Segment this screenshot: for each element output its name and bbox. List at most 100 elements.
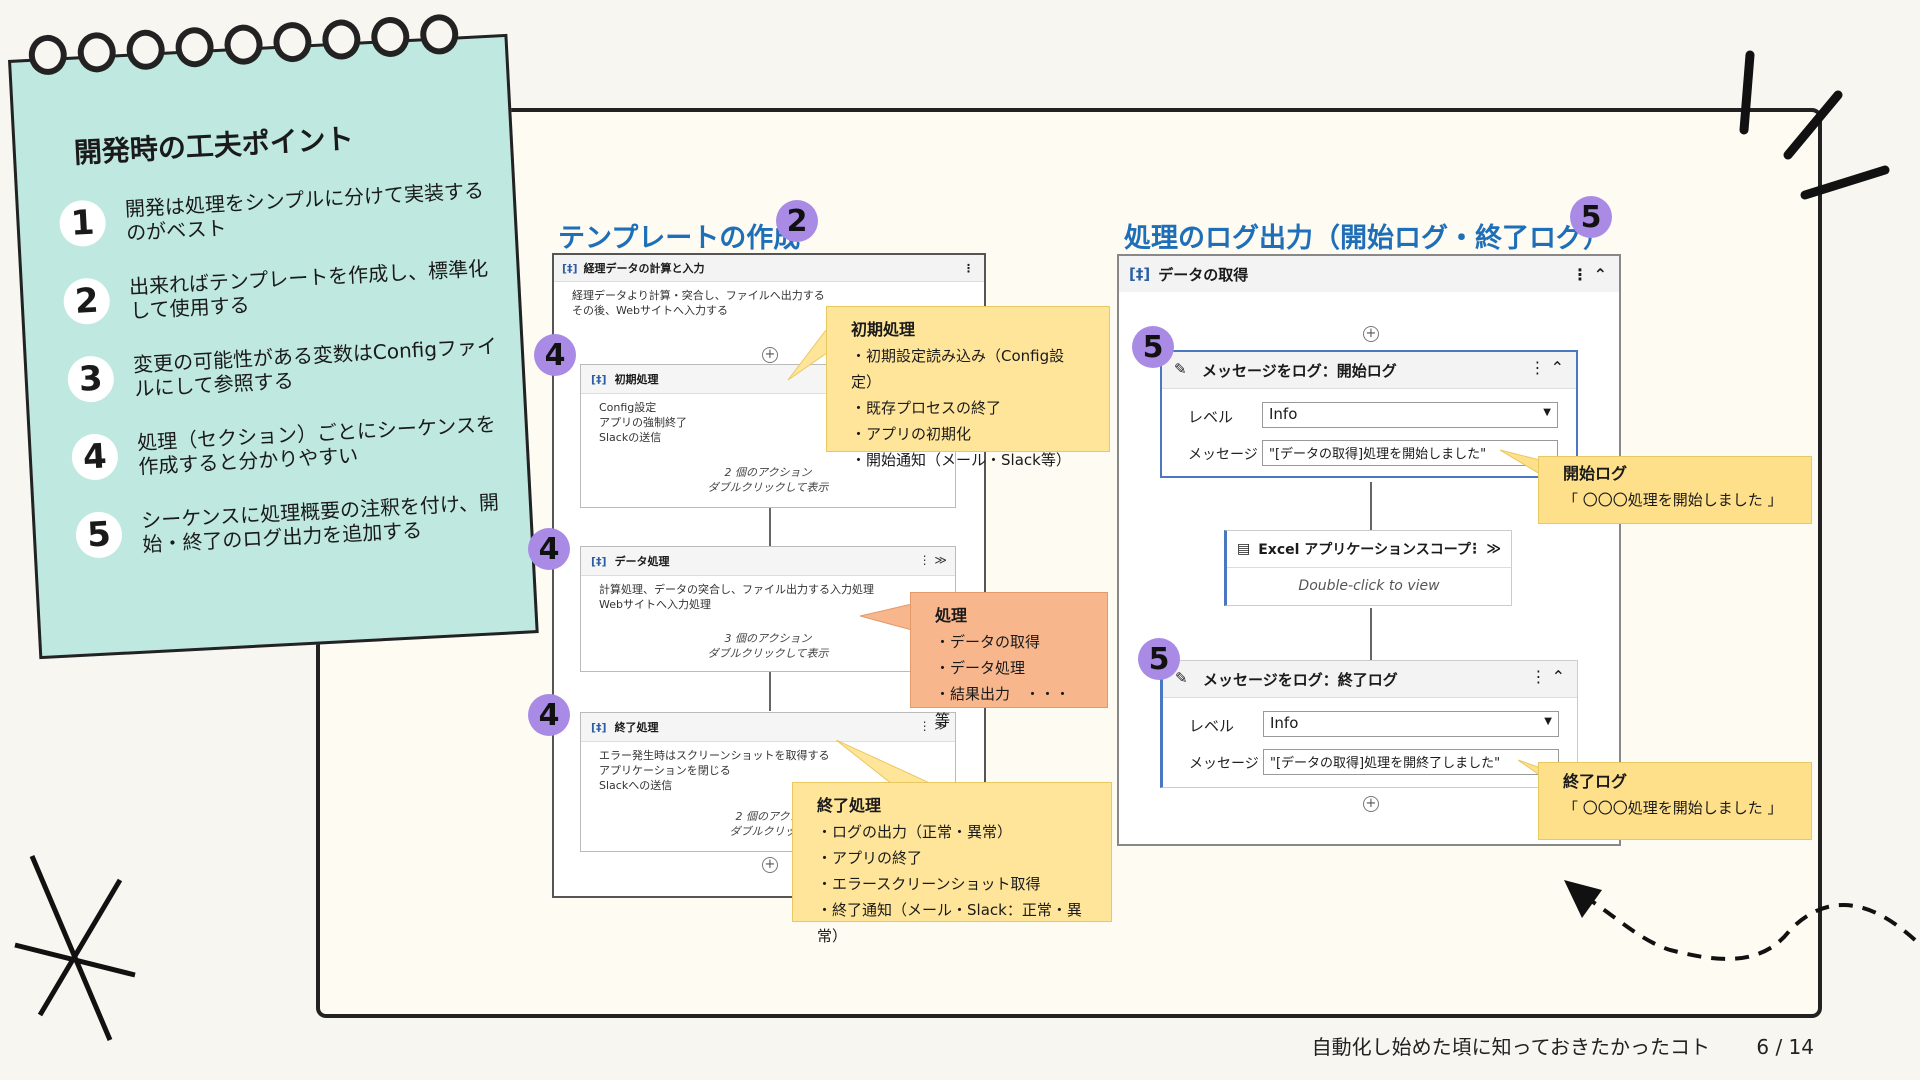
message-label: メッセージ [1189, 756, 1259, 772]
binder-ring [370, 15, 411, 58]
tip-number: 2 [62, 277, 111, 326]
tip-text: 開発は処理をシンプルに分けて実装するのがベスト [124, 178, 485, 246]
tip-number: 4 [70, 432, 120, 482]
scribble-lines-decoration [1739, 50, 1890, 200]
template-section-title: テンプレートの作成 [558, 223, 801, 254]
section-badge: 2 [776, 200, 818, 242]
outer-desc: その後、Webサイトへ入力する [572, 304, 728, 317]
collapse-icon[interactable]: ⋮ ⌃ [1529, 358, 1565, 377]
end-process-callout: 終了処理 ・ログの出力（正常・異常） ・アプリの終了 ・エラースクリーンショット… [792, 782, 1112, 945]
add-activity-icon[interactable]: + [1363, 796, 1379, 812]
double-click-hint: Double-click to view [1298, 578, 1440, 594]
start-log-callout: 開始ログ 「 〇〇〇処理を開始しました 」 [1538, 456, 1812, 524]
asterisk-decoration [14, 855, 136, 1041]
initial-process-callout: 初期処理 ・初期設定読み込み（Config設定） ・既存プロセスの終了 ・アプリ… [826, 306, 1110, 469]
add-activity-icon[interactable]: + [762, 857, 778, 873]
tips-note-card: 開発時の工夫ポイント 1 開発は処理をシンプルに分けて実装するのがベスト 2 出来れ… [8, 13, 539, 660]
sequence-icon: [‡] [591, 372, 607, 386]
sequence-icon: [‡] [1129, 265, 1151, 283]
level-label: レベル [1188, 408, 1234, 426]
add-activity-icon[interactable]: + [1363, 326, 1379, 342]
callout-title: 開始ログ [1563, 464, 1628, 483]
level-select[interactable]: Info▼ [1262, 402, 1558, 428]
callout-title: 初期処理 [851, 320, 916, 339]
collapse-icon[interactable]: ⋮ ≫ [918, 553, 947, 567]
log-label: メッセージをログ：終了ログ [1203, 670, 1398, 689]
edit-icon: ✎ [1175, 669, 1188, 687]
sequence-icon: [‡] [591, 720, 607, 734]
sequence-note-line: Slackへの送信 [599, 779, 673, 792]
note-title: 開発時の工夫ポイント [73, 122, 355, 170]
tip-number: 1 [58, 199, 107, 248]
tip-text: 変更の可能性がある変数はConfigファイルにして参照する [132, 333, 498, 401]
flow-arrow [769, 669, 771, 711]
message-input[interactable]: "[データの取得]処理を開終了しました" [1263, 749, 1559, 775]
outer-sequence-label: 経理データの計算と入力 [583, 262, 705, 275]
callout-item: ・終了通知（メール・Slack：正常・異常） [817, 901, 1082, 945]
callout-text: 「 〇〇〇処理を開始しました 」 [1563, 491, 1783, 509]
section-badge: 4 [528, 528, 570, 570]
collapse-icon[interactable]: ⋮ ⌃ [1530, 667, 1566, 686]
footer: 自動化し始めた頃に知っておきたかったコト 6 / 14 [1312, 1031, 1814, 1060]
sequence-note-line: アプリケーションを閉じる [599, 764, 731, 777]
more-options-icon[interactable]: ⋮ [963, 261, 974, 275]
sequence-label: 初期処理 [614, 373, 659, 386]
section-badge: 4 [534, 334, 576, 376]
edit-icon: ✎ [1174, 360, 1187, 378]
collapse-icon[interactable]: ⋮ ⌃ [1572, 264, 1607, 284]
message-input[interactable]: "[データの取得]処理を開始しました" [1262, 440, 1558, 466]
callout-text: 「 〇〇〇処理を開始しました 」 [1563, 799, 1783, 817]
flow-arrow [1370, 482, 1372, 536]
tip-text: 出来ればテンプレートを作成し、標準化して使用する [128, 256, 489, 323]
expand-icon[interactable]: ⋮ ≫ [1467, 541, 1501, 557]
callout-item: ・データ処理 [935, 659, 1026, 677]
double-click-hint: ダブルクリック [729, 825, 807, 838]
collapse-icon[interactable]: ⋮ ≫ [918, 719, 947, 733]
level-select[interactable]: Info▼ [1263, 711, 1559, 737]
add-activity-icon[interactable]: + [762, 347, 778, 363]
binder-ring [27, 33, 68, 76]
action-count: 2 個のアクション [724, 466, 812, 479]
level-label: レベル [1189, 717, 1235, 735]
double-click-hint: ダブルクリックして表示 [707, 481, 829, 494]
callout-item: ・アプリの終了 [817, 849, 923, 867]
outer-sequence-header[interactable]: [‡] 経理データの計算と入力 ⋮ [554, 255, 984, 282]
log-message-end[interactable]: メッセージをログ：終了ログ ✎ ⋮ ⌃ レベル Info▼ メッセージ "[デー… [1160, 660, 1578, 788]
log-sequence-header[interactable]: [‡] データの取得 ⋮ ⌃ [1119, 256, 1619, 292]
sequence-note-line: アプリの強制終了 [599, 416, 687, 429]
processing-callout: 処理 ・データの取得 ・データ処理 ・結果出力 ・・・等 [910, 592, 1108, 729]
log-label: メッセージをログ：開始ログ [1202, 361, 1397, 380]
log-sequence-label: データの取得 [1158, 265, 1249, 284]
log-message-start[interactable]: メッセージをログ：開始ログ ✎ ⋮ ⌃ レベル Info▼ メッセージ "[デー… [1160, 350, 1578, 478]
log-section-title: 処理のログ出力（開始ログ・終了ログ） [1124, 223, 1610, 254]
tip-text: シーケンスに処理概要の注釈を付け、開始・終了のログ出力を追加する [140, 489, 500, 557]
sequence-data-processing[interactable]: [‡]データ処理 ⋮ ≫ 計算処理、データの突合し、ファイル出力する入力処理 W… [580, 546, 956, 672]
callout-pointer [860, 603, 913, 631]
binder-ring [419, 13, 460, 56]
binder-ring [272, 21, 313, 64]
dashed-arrow-decoration [1564, 880, 1917, 961]
excel-app-scope[interactable]: ▤ Excel アプリケーションスコープ ⋮ ≫ Double-click to… [1224, 530, 1512, 606]
binder-ring [125, 28, 166, 71]
section-badge: 4 [528, 694, 570, 736]
flow-arrow [769, 505, 771, 547]
callout-pointer [836, 740, 932, 784]
tip-text: 処理（セクション）ごとにシーケンスを作成すると分かりやすい [136, 411, 497, 479]
sequence-icon: [‡] [562, 261, 578, 275]
sequence-note-line: Webサイトへ入力処理 [599, 598, 711, 611]
callout-item: ・既存プロセスの終了 [851, 399, 1002, 417]
sequence-icon: [‡] [591, 554, 607, 568]
callout-item: ・データの取得 [935, 633, 1041, 651]
callout-item: ・エラースクリーンショット取得 [817, 875, 1041, 893]
section-badge: 5 [1138, 638, 1180, 680]
sequence-note-line: Slackの送信 [599, 431, 662, 444]
callout-item: ・開始通知（メール・Slack等） [851, 451, 1071, 469]
tip-item: 4 処理（セクション）ごとにシーケンスを作成すると分かりやすい [70, 411, 513, 482]
action-count: 2 個のアクシ [735, 810, 801, 823]
binder-ring [76, 31, 117, 74]
excel-icon: ▤ [1237, 541, 1251, 557]
level-value: Info [1269, 405, 1298, 423]
end-log-callout: 終了ログ 「 〇〇〇処理を開始しました 」 [1538, 762, 1812, 840]
